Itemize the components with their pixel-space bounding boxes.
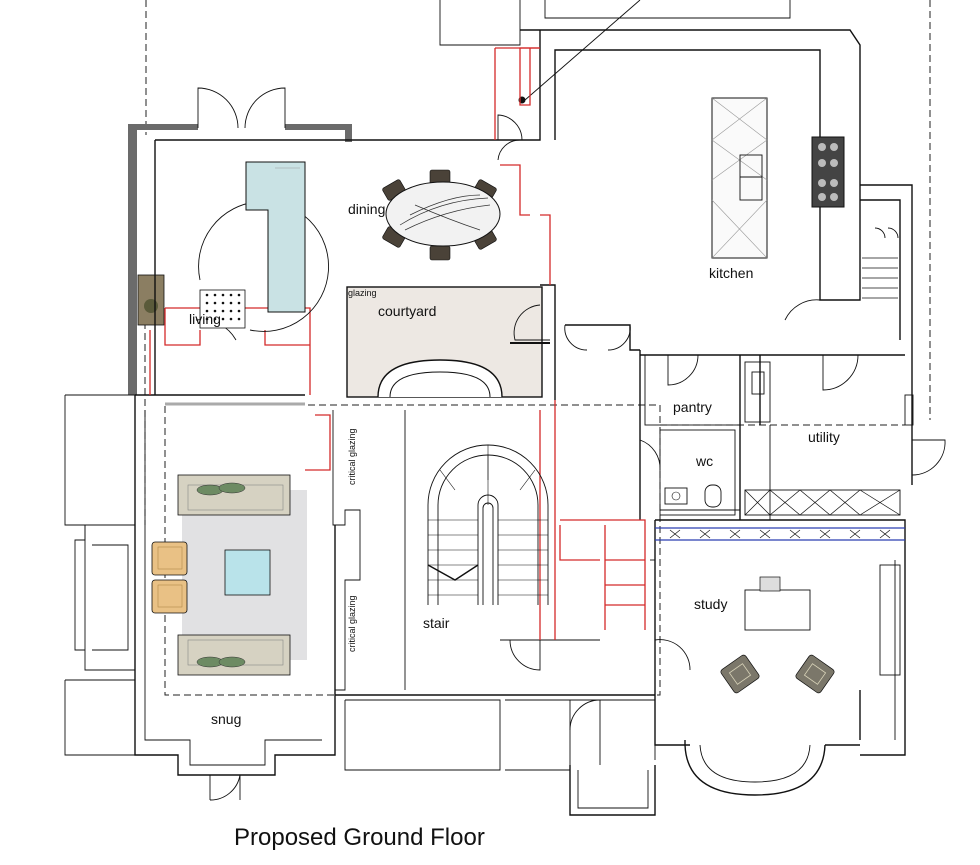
main-stair xyxy=(427,444,549,605)
study-cabinet-line xyxy=(655,527,905,541)
room-label-kitchen: kitchen xyxy=(709,265,753,281)
glazing-note: glazing xyxy=(348,288,377,298)
living-dining-furniture xyxy=(199,161,501,329)
room-label-wc: wc xyxy=(695,453,713,469)
room-labels: dining living courtyard kitchen pantry w… xyxy=(189,201,840,727)
room-label-courtyard: courtyard xyxy=(378,303,436,319)
wc-fittings xyxy=(664,484,722,508)
existing-walls xyxy=(128,124,352,395)
critical-glazing-note-lower: critical glazing xyxy=(347,595,357,652)
doors xyxy=(195,87,946,801)
room-label-study: study xyxy=(694,596,727,612)
room-label-dining: dining xyxy=(348,201,385,217)
room-label-snug: snug xyxy=(211,711,241,727)
courtyard-area xyxy=(346,286,550,398)
critical-glazing-note-upper: critical glazing xyxy=(347,428,357,485)
utility-joinery xyxy=(744,361,901,516)
kitchen-fittings xyxy=(711,97,899,299)
snug-furniture xyxy=(151,474,307,676)
study-furniture xyxy=(720,576,835,694)
inner-walls xyxy=(332,284,905,691)
neighbour-outline xyxy=(439,0,791,104)
plan-title: Proposed Ground Floor xyxy=(234,824,485,851)
room-label-stair: stair xyxy=(423,615,450,631)
room-label-living: living xyxy=(189,311,221,327)
outer-walls xyxy=(64,29,914,816)
new-walls xyxy=(149,47,646,640)
room-label-utility: utility xyxy=(808,429,840,445)
room-label-pantry: pantry xyxy=(673,399,712,415)
